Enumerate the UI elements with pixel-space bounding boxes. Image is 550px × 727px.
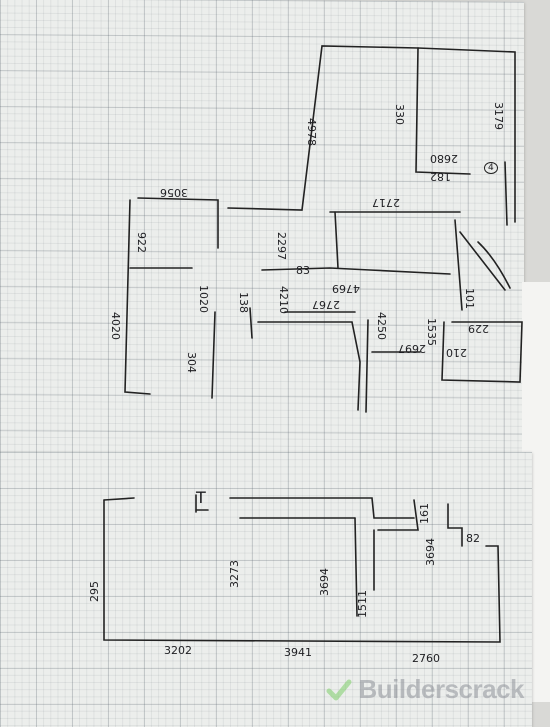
- dimension-label: 3273: [228, 560, 241, 588]
- dimension-label: 4020: [109, 312, 122, 340]
- dimension-label: 82: [466, 532, 480, 545]
- wall: [365, 319, 369, 413]
- dimension-label: 1020: [197, 285, 210, 313]
- wall: [257, 321, 361, 411]
- wall: [334, 211, 339, 269]
- wall: [417, 47, 516, 223]
- wall: [504, 161, 508, 226]
- dimension-label: 182: [430, 170, 451, 183]
- dimension-label: 4978: [305, 118, 318, 146]
- wall: [459, 231, 506, 291]
- dimension-label: 3179: [492, 102, 505, 130]
- dimension-label: 2767: [312, 298, 340, 311]
- dimension-label: 4250: [375, 312, 388, 340]
- wall: [441, 321, 523, 383]
- builderscrack-watermark: Builderscrack: [325, 674, 525, 705]
- room-label: T: [196, 488, 206, 507]
- dimension-label: 922: [135, 232, 148, 253]
- dimension-label: 138: [237, 292, 250, 313]
- wall: [103, 499, 501, 643]
- wall: [103, 497, 135, 501]
- wall: [229, 497, 415, 519]
- dimension-label: 295: [88, 581, 101, 602]
- dimension-label: 3694: [318, 568, 331, 596]
- dimension-label: 229: [468, 322, 489, 335]
- dimension-label: 2297: [275, 232, 288, 260]
- wall: [211, 311, 216, 399]
- dimension-label: 2680: [430, 152, 458, 165]
- checkmark-icon: [326, 679, 352, 700]
- wall: [137, 197, 219, 249]
- wall: [477, 241, 511, 289]
- dimension-label: 3941: [284, 646, 312, 659]
- dimension-label: 1535: [425, 318, 438, 346]
- dimension-label: 304: [185, 352, 198, 373]
- dimension-label: 3056: [160, 186, 188, 199]
- wall: [249, 307, 253, 339]
- dimension-label: 2717: [372, 196, 400, 209]
- wall: [124, 199, 151, 395]
- wall: [447, 503, 463, 547]
- dimension-label: 2697: [398, 342, 426, 355]
- wall: [377, 499, 419, 531]
- wall: [227, 45, 419, 211]
- dimension-label: 3202: [164, 644, 192, 657]
- dimension-label: 161: [418, 503, 431, 524]
- dimension-label: 2760: [412, 652, 440, 665]
- dimension-label: 83: [296, 264, 310, 277]
- watermark-text: Builderscrack: [358, 674, 525, 704]
- dimension-label: 1511: [356, 590, 369, 618]
- dimension-label: 3694: [424, 538, 437, 566]
- dimension-label: 210: [446, 346, 467, 359]
- wall: [454, 219, 463, 311]
- dimension-label: 101: [463, 288, 476, 309]
- wall: [261, 267, 451, 275]
- marker-circle: 4: [484, 162, 498, 174]
- dimension-label: 330: [393, 104, 406, 125]
- wall: [415, 47, 471, 175]
- dimension-label: 4769: [332, 282, 360, 295]
- wall: [354, 517, 358, 617]
- dimension-label: 4210: [277, 286, 290, 314]
